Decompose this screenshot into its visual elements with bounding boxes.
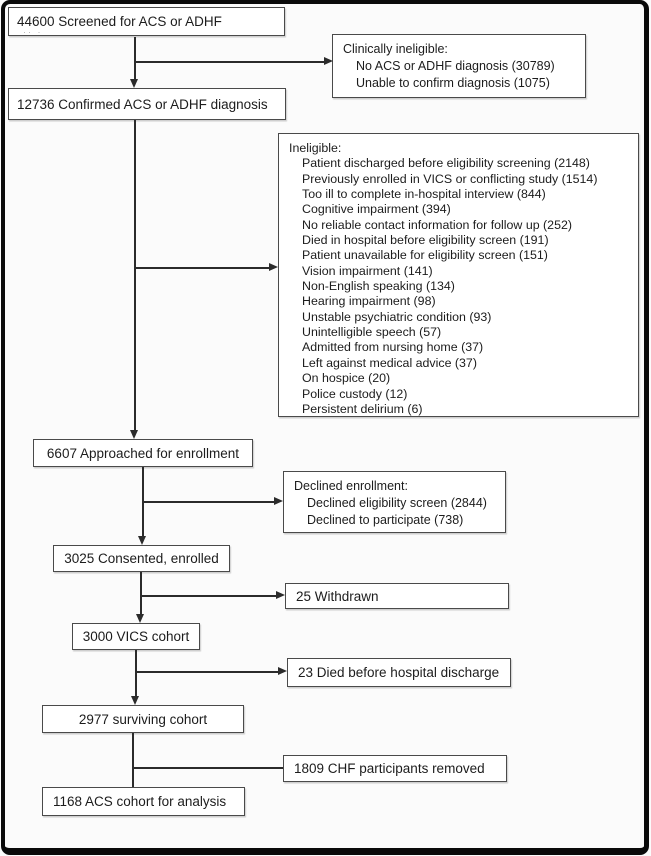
declined-item: Declined to participate (738) <box>307 513 464 527</box>
box-ineligible: Ineligible: Patient discharged before el… <box>278 133 639 417</box>
ineligible-item: Previously enrolled in VICS or conflicti… <box>302 171 598 186</box>
box-surviving-label: 2977 surviving cohort <box>78 711 208 727</box>
box-confirmed: 12736 Confirmed ACS or ADHF diagnosis <box>8 88 286 120</box>
box-clinically-ineligible: Clinically ineligible: No ACS or ADHF di… <box>332 34 586 98</box>
arrowhead-down-icon <box>131 696 139 705</box>
ineligible-item: Unstable psychiatric condition (93) <box>302 309 492 324</box>
connector-surviving-to-acs <box>132 733 134 787</box>
ineligible-title: Ineligible: <box>289 141 342 155</box>
ineligible-item: No reliable contact information for foll… <box>302 217 572 232</box>
ineligible-item: Admitted from nursing home (37) <box>302 340 484 355</box>
box-surviving: 2977 surviving cohort <box>42 705 244 733</box>
connector-approached-to-consented <box>142 467 144 536</box>
clinically-ineligible-item: Unable to confirm diagnosis (1075) <box>356 76 550 90</box>
box-died: 23 Died before hospital discharge <box>287 658 511 687</box>
arrowhead-down-icon <box>136 614 144 623</box>
box-screened-label: 44600 Screened for ACS or ADHF <box>17 14 222 29</box>
arrowhead-right-icon <box>276 591 285 599</box>
box-consented-label: 3025 Consented, enrolled <box>64 551 219 566</box>
box-chf-removed: 1809 CHF participants removed <box>283 755 507 782</box>
connector-screened-to-confirmed <box>134 37 136 80</box>
ineligible-item: Left against medical advice (37) <box>302 355 477 370</box>
clipped-text-artifact: ·· · <box>23 27 43 37</box>
box-withdrawn: 25 Withdrawn <box>285 583 509 609</box>
box-withdrawn-label: 25 Withdrawn <box>296 588 379 604</box>
box-consented: 3025 Consented, enrolled <box>53 545 230 572</box>
connector-to-declined <box>143 501 274 503</box>
ineligible-item: Vision impairment (141) <box>302 263 433 278</box>
connector-to-ineligible <box>135 267 269 269</box>
box-vics-cohort-label: 3000 VICS cohort <box>82 629 190 644</box>
arrowhead-down-icon <box>130 79 138 88</box>
connector-to-withdrawn <box>141 595 276 597</box>
arrowhead-down-icon <box>138 536 146 545</box>
arrowhead-right-icon <box>324 57 333 65</box>
ineligible-item: Persistent delirium (6) <box>302 401 423 416</box>
ineligible-item: Patient discharged before eligibility sc… <box>302 156 590 171</box>
box-approached: 6607 Approached for enrollment <box>33 439 253 467</box>
box-chf-removed-label: 1809 CHF participants removed <box>294 761 485 776</box>
clinically-ineligible-item: No ACS or ADHF diagnosis (30789) <box>356 59 555 73</box>
box-approached-label: 6607 Approached for enrollment <box>46 445 240 461</box>
connector-to-clinically-ineligible <box>135 61 325 63</box>
connector-vics-to-surviving <box>135 650 137 696</box>
box-died-label: 23 Died before hospital discharge <box>298 665 500 680</box>
ineligible-item: Hearing impairment (98) <box>302 294 436 309</box>
arrowhead-down-icon <box>130 430 138 439</box>
ineligible-item: Too ill to complete in-hospital intervie… <box>302 187 546 202</box>
arrowhead-right-icon <box>278 667 287 675</box>
box-vics-cohort: 3000 VICS cohort <box>72 623 200 650</box>
arrowhead-right-icon <box>274 497 283 505</box>
ineligible-item: Cognitive impairment (394) <box>302 202 451 217</box>
ineligible-item: Died in hospital before eligibility scre… <box>302 233 549 248</box>
box-confirmed-label: 12736 Confirmed ACS or ADHF diagnosis <box>17 96 268 112</box>
box-acs-analysis: 1168 ACS cohort for analysis <box>42 787 245 816</box>
connector-to-chf-removed <box>133 767 283 769</box>
box-acs-analysis-label: 1168 ACS cohort for analysis <box>53 794 227 809</box>
connector-to-died <box>136 671 278 673</box>
arrowhead-right-icon <box>269 263 278 271</box>
ineligible-item: Unintelligible speech (57) <box>302 325 442 340</box>
box-declined: Declined enrollment: Declined eligibilit… <box>283 471 506 533</box>
ineligible-item: On hospice (20) <box>302 371 391 386</box>
connector-consented-to-vics <box>140 572 142 614</box>
declined-title: Declined enrollment: <box>294 479 408 493</box>
ineligible-item: Non-English speaking (134) <box>302 279 455 294</box>
declined-item: Declined eligibility screen (2844) <box>307 496 487 510</box>
ineligible-item: Patient unavailable for eligibility scre… <box>302 248 548 263</box>
box-screened: 44600 Screened for ACS or ADHF ·· · <box>8 7 285 37</box>
ineligible-item: Police custody (12) <box>302 386 408 401</box>
clinically-ineligible-title: Clinically ineligible: <box>343 42 448 56</box>
connector-confirmed-to-approached <box>134 120 136 430</box>
